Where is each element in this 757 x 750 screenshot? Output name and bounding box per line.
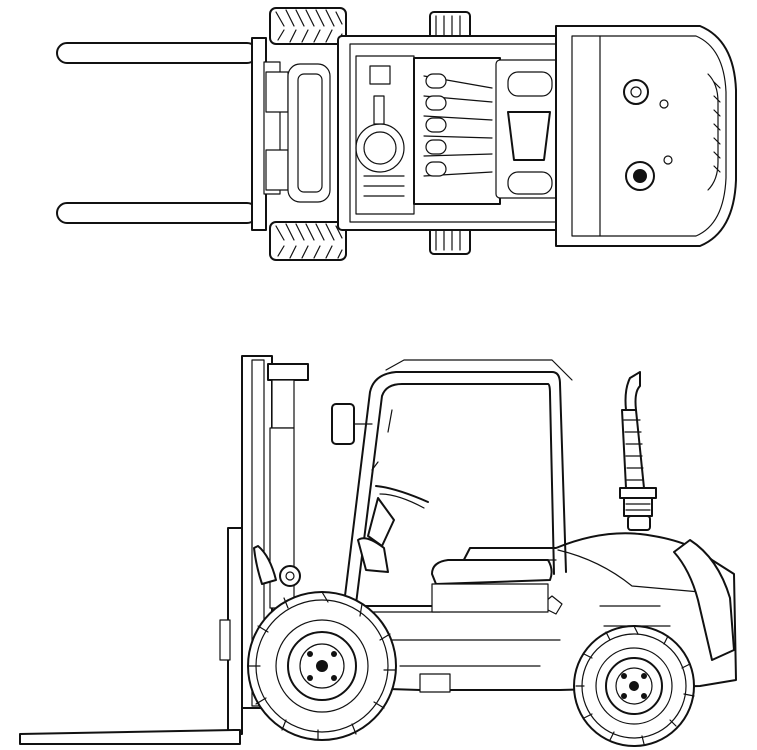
fork-side (19, 527, 243, 745)
forklift-top-view (56, 7, 737, 261)
engine-hood-top (555, 25, 737, 247)
steering-side (357, 461, 429, 573)
mirror-side (331, 403, 373, 445)
mast-side (241, 355, 309, 709)
carriage-top (251, 37, 331, 231)
cab-frame-side (343, 359, 573, 605)
operator-guard-top (413, 57, 585, 205)
fork-top-lower (56, 202, 258, 224)
forklift-side-view (19, 355, 737, 747)
front-tyre-top-upper (269, 7, 347, 45)
seat-side (431, 559, 553, 613)
rear-wheel-side (573, 625, 695, 747)
fork-top-upper (56, 42, 258, 64)
front-wheel-side (247, 591, 397, 741)
front-tyre-top-lower (269, 221, 347, 261)
exhaust-stack-side (619, 371, 657, 531)
